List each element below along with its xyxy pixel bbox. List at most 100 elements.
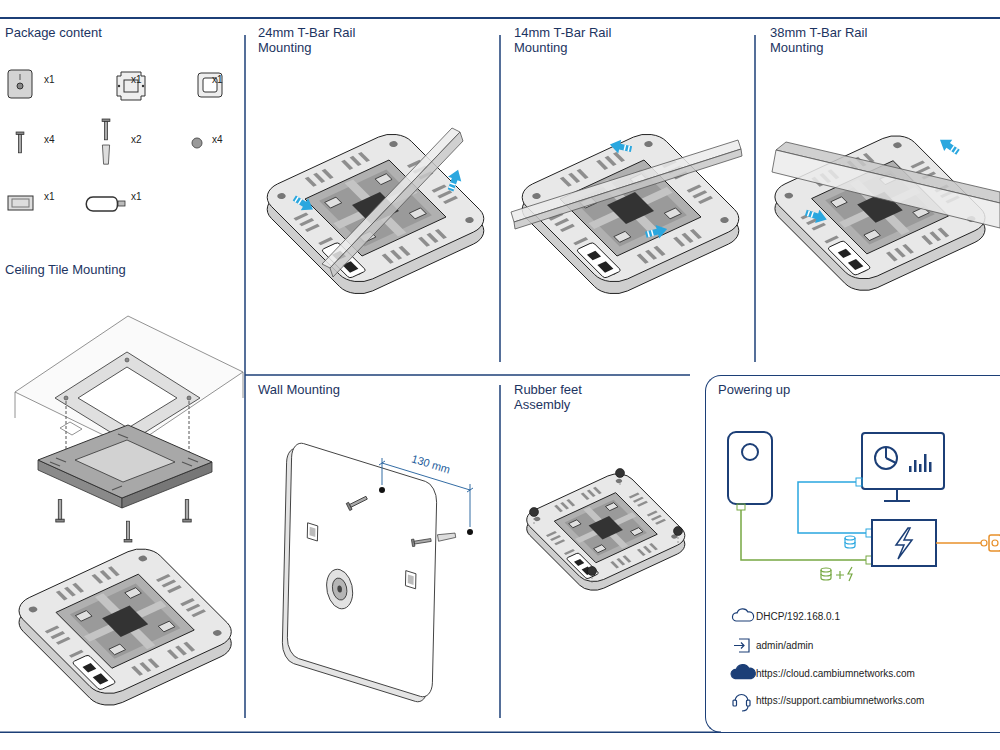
ceiling-tile-figure — [75, 440, 175, 482]
power-wiring-figure — [884, 489, 910, 501]
rubber-feet-figure — [674, 527, 683, 536]
power-wiring-figure — [862, 433, 944, 489]
package-items — [8, 196, 33, 210]
frame-lines — [0, 17, 1000, 19]
package-items — [8, 70, 32, 98]
wall-mount-figure — [287, 440, 437, 700]
section-heading: 14mm T-Bar Rail Mounting — [514, 25, 632, 55]
power-wiring-figure — [737, 504, 745, 510]
section-heading: Wall Mounting — [258, 382, 340, 397]
t-bar-38mm-figure — [766, 130, 1000, 297]
wall-mount-figure — [307, 523, 318, 541]
info-text: https://support.cambiumnetworks.com — [756, 695, 924, 707]
power-wiring-figure — [981, 540, 987, 546]
frame-lines — [499, 35, 501, 362]
package-items — [102, 119, 110, 140]
wall-mount-figure — [379, 461, 385, 465]
power-wiring-figure — [821, 568, 831, 580]
info-icons — [733, 700, 737, 706]
wall-mount-figure — [437, 532, 455, 541]
package-items — [198, 73, 222, 97]
power-wiring-figure — [936, 542, 981, 544]
info-icons — [731, 665, 755, 679]
rubber-feet-figure — [530, 469, 683, 576]
wall-mount-figure — [287, 440, 437, 700]
quantity-label: x1 — [44, 191, 55, 203]
t-bar-14mm-figure — [644, 222, 669, 241]
info-icons — [732, 609, 753, 621]
t-bar-38mm-figure — [936, 134, 962, 158]
ceiling-tile-figure — [118, 434, 128, 438]
wall-mount-figure — [282, 440, 473, 705]
rubber-feet-figure — [530, 508, 539, 517]
ceiling-tile-figure — [112, 486, 122, 490]
frame-lines — [0, 18, 1000, 732]
wall-mount-figure — [382, 458, 383, 485]
power-wiring-figure — [836, 571, 844, 579]
power-wiring-figure — [989, 535, 1000, 551]
wall-mount-figure — [467, 488, 473, 492]
frame-lines — [754, 35, 756, 362]
power-wiring-figure — [856, 478, 862, 486]
t-bar-24mm-figure — [258, 128, 493, 300]
section-heading: Ceiling Tile Mounting — [5, 262, 126, 277]
wall-mount-figure — [332, 576, 347, 602]
rubber-feet-figure — [592, 577, 593, 585]
quantity-label: x1 — [131, 191, 142, 203]
package-items — [20, 74, 21, 80]
power-wiring-figure — [845, 536, 855, 548]
power-wiring-figure — [914, 460, 917, 472]
info-icons — [735, 695, 748, 701]
power-wiring-figure — [886, 447, 896, 463]
ceiling-tile-figure — [188, 458, 198, 462]
power-wiring-figure — [798, 482, 866, 533]
t-bar-24mm-figure — [330, 132, 463, 277]
quantity-label: x4 — [44, 134, 55, 146]
package-items — [102, 145, 109, 164]
package-items — [118, 85, 120, 87]
rubber-feet-figure — [520, 469, 692, 595]
info-icons — [747, 700, 751, 706]
package-items — [86, 197, 117, 211]
rubber-feet-figure — [588, 567, 597, 576]
ceiling-tile-figure — [50, 462, 60, 466]
power-wiring-figure — [909, 454, 932, 472]
t-bar-14mm-figure — [511, 128, 748, 300]
info-icons — [734, 639, 749, 652]
info-panel: Powering upDHCP/192.168.0.1admin/adminht… — [705, 375, 1000, 733]
ceiling-tile-figure — [56, 500, 64, 522]
power-wiring-figure — [728, 432, 1000, 581]
wall-mount-figure — [310, 527, 316, 537]
power-wiring-figure — [929, 462, 932, 472]
power-wiring-figure — [848, 567, 852, 581]
power-wiring-figure — [742, 444, 758, 460]
package-items — [117, 72, 145, 100]
ceiling-tile-figure — [182, 462, 192, 466]
t-bar-38mm-figure — [804, 206, 829, 226]
wall-mount-figure — [467, 529, 473, 535]
rubber-feet-figure — [534, 518, 535, 526]
power-wiring-figure — [896, 528, 912, 559]
section-heading: 24mm T-Bar Rail Mounting — [258, 25, 376, 55]
quantity-label: x1 — [131, 74, 142, 86]
t-bar-14mm-figure — [511, 140, 741, 222]
frame-lines — [0, 731, 721, 733]
info-text: https://cloud.cambiumnetworks.com — [756, 668, 915, 680]
package-items — [142, 85, 144, 87]
wall-mount-figure — [411, 536, 431, 546]
power-wiring-figure — [728, 432, 772, 504]
t-bar-14mm-figure — [608, 138, 632, 156]
power-wiring-figure — [875, 447, 897, 469]
power-wiring-figure — [919, 464, 922, 472]
info-icons — [742, 706, 748, 711]
t-bar-38mm-figure — [772, 150, 1000, 228]
package-items — [12, 199, 29, 207]
rubber-feet-figure — [620, 479, 621, 487]
power-wiring-figure — [872, 520, 936, 566]
t-bar-14mm-figure — [514, 149, 742, 229]
t-bar-24mm-figure — [322, 128, 460, 268]
ceiling-tile-figure — [187, 396, 191, 400]
power-wiring-figure — [924, 454, 927, 472]
power-wiring-figure — [741, 510, 866, 560]
ceiling-tile-figure — [125, 358, 129, 362]
